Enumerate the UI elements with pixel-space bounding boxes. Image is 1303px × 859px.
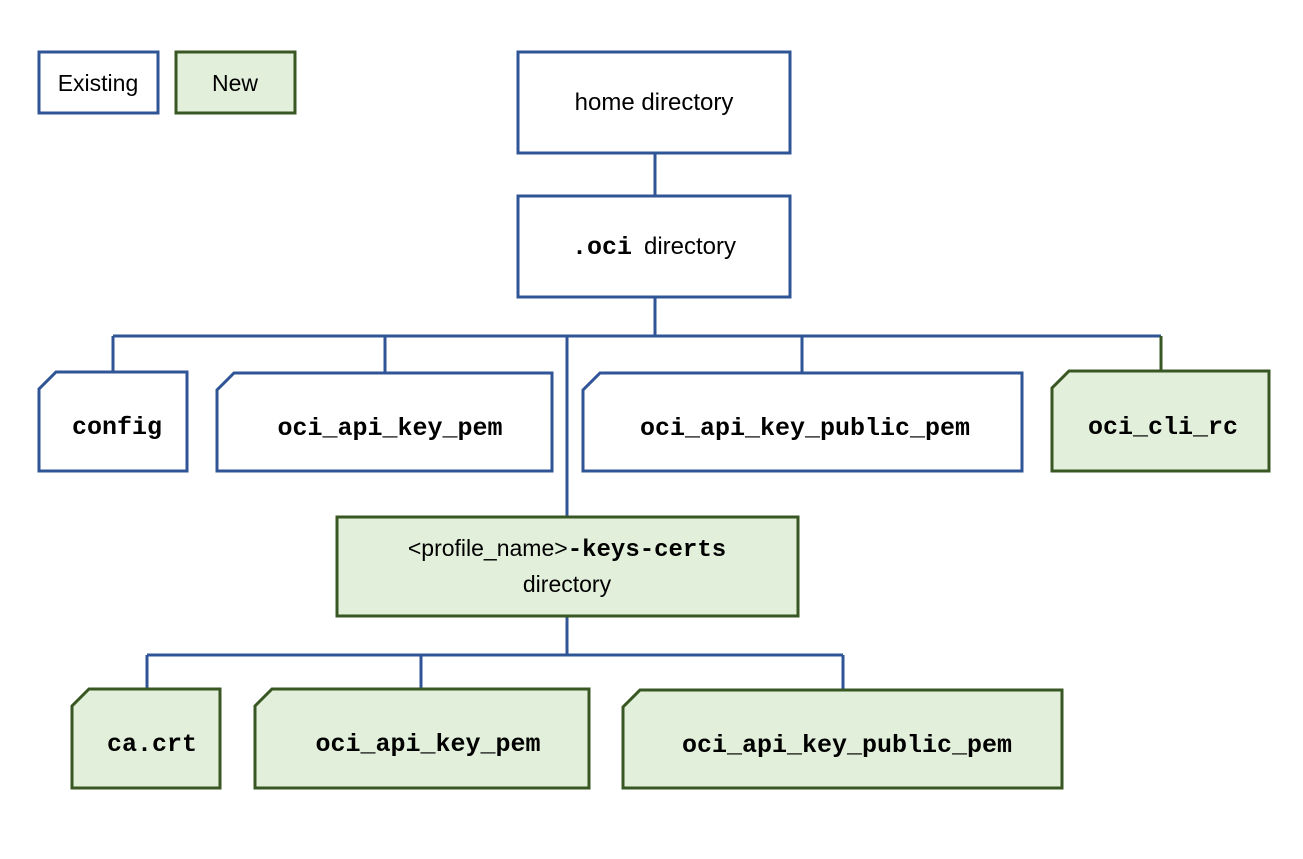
- legend: Existing New: [37, 50, 297, 115]
- file-config-label: config: [72, 413, 162, 442]
- file-cli-rc: oci_cli_rc: [1050, 369, 1271, 473]
- node-oci-directory: .oci directory: [516, 194, 792, 299]
- node-home-directory-label: home directory: [575, 89, 734, 116]
- file-api-key-public-pem-shape: [581, 371, 1024, 473]
- file-cli-rc-shape: [1050, 369, 1271, 473]
- file-cli-rc-label: oci_cli_rc: [1088, 413, 1238, 442]
- file-kc-api-key-pem-label: oci_api_key_pem: [315, 730, 540, 759]
- node-oci-directory-label: .oci directory: [572, 233, 736, 262]
- node-home-directory-box: [516, 50, 792, 155]
- legend-existing: Existing: [37, 50, 160, 115]
- legend-existing-label: Existing: [58, 70, 139, 96]
- legend-existing-box: [37, 50, 160, 115]
- file-ca-crt-label: ca.crt: [107, 730, 197, 759]
- legend-new-label: New: [212, 70, 258, 96]
- node-oci-directory-box: [516, 194, 792, 299]
- legend-new-box: [174, 50, 297, 115]
- file-config-shape: [37, 370, 189, 473]
- legend-new: New: [174, 50, 297, 115]
- node-oci-directory-text: directory: [644, 233, 736, 260]
- file-api-key-public-pem-label: oci_api_key_public_pem: [640, 414, 970, 443]
- node-keys-certs-directory: <profile_name>-keys-certs directory: [335, 515, 800, 618]
- connector-lines: [111, 153, 1163, 690]
- file-kc-api-key-pem: oci_api_key_pem: [253, 687, 591, 790]
- file-kc-api-key-public-pem: oci_api_key_public_pem: [621, 688, 1064, 790]
- node-home-directory: home directory: [516, 50, 792, 155]
- file-kc-api-key-public-pem-label: oci_api_key_public_pem: [682, 731, 1012, 760]
- file-ca-crt: ca.crt: [70, 687, 222, 790]
- file-kc-api-key-pem-shape: [253, 687, 591, 790]
- node-keys-certs-directory-title: <profile_name>-keys-certs: [408, 535, 726, 564]
- node-oci-directory-code: .oci: [572, 233, 632, 262]
- node-keys-certs-directory-box: [335, 515, 800, 618]
- node-keys-certs-directory-label: directory: [523, 571, 612, 597]
- file-ca-crt-shape: [70, 687, 222, 790]
- file-api-key-pem: oci_api_key_pem: [215, 371, 554, 473]
- file-api-key-pem-shape: [215, 371, 554, 473]
- file-api-key-public-pem: oci_api_key_public_pem: [581, 371, 1024, 473]
- file-api-key-pem-label: oci_api_key_pem: [277, 414, 502, 443]
- node-keys-certs-code: -keys-certs: [568, 537, 726, 564]
- node-keys-certs-prefix: <profile_name>: [408, 535, 568, 561]
- file-config: config: [37, 370, 189, 473]
- file-kc-api-key-public-pem-shape: [621, 688, 1064, 790]
